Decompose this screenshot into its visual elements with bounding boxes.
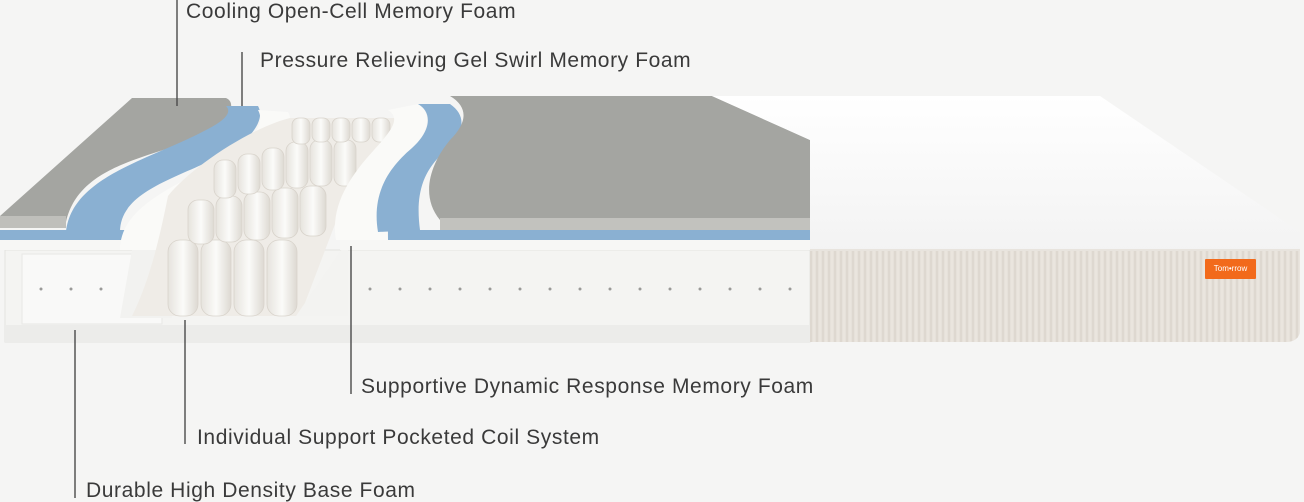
brand-tag: Tom•rrow <box>1205 259 1256 279</box>
right-gel-strip <box>388 230 810 240</box>
label-supportive-dynamic-response-memory-foam: Supportive Dynamic Response Memory Foam <box>361 376 814 397</box>
label-individual-support-pocketed-coil-system: Individual Support Pocketed Coil System <box>197 427 600 448</box>
base-foam-bottom-strip <box>5 325 810 342</box>
right-cooling-foam-edge <box>440 218 810 230</box>
label-durable-high-density-base-foam: Durable High Density Base Foam <box>86 480 416 501</box>
right-cooling-foam <box>429 96 810 220</box>
right-white-sheet <box>340 240 810 250</box>
label-cooling-open-cell-memory-foam: Cooling Open-Cell Memory Foam <box>186 1 516 22</box>
label-pressure-relieving-gel-swirl-memory-foam: Pressure Relieving Gel Swirl Memory Foam <box>260 50 691 71</box>
left-cooling-foam-edge <box>0 216 66 228</box>
